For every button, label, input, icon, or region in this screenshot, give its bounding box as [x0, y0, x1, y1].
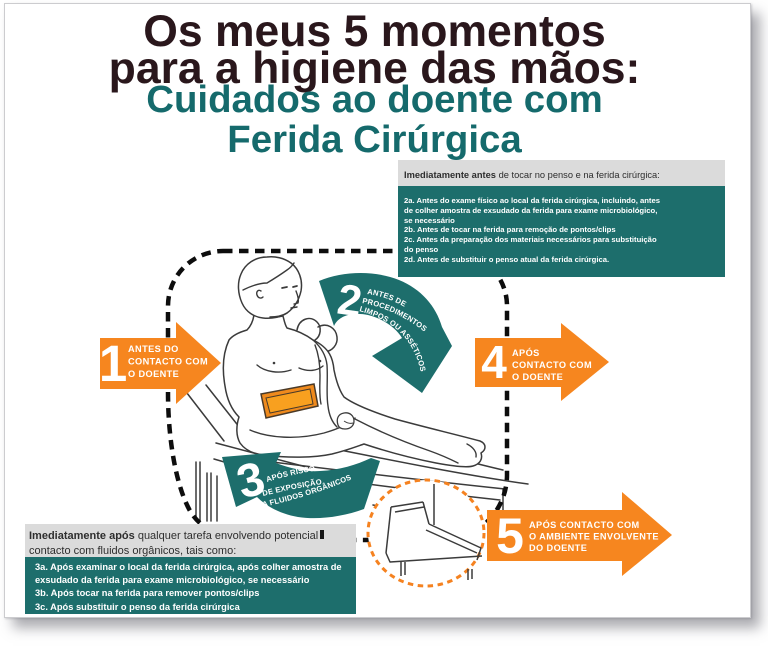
svg-text:APÓS: APÓS — [512, 347, 540, 358]
svg-text:O DOENTE: O DOENTE — [128, 369, 179, 379]
svg-text:DO DOENTE: DO DOENTE — [529, 543, 587, 553]
svg-text:CONTACTO COM: CONTACTO COM — [512, 360, 592, 370]
svg-text:ANTES DO: ANTES DO — [128, 344, 179, 354]
svg-text:5: 5 — [496, 508, 524, 564]
svg-text:1: 1 — [99, 335, 127, 392]
svg-text:4: 4 — [481, 336, 507, 388]
svg-text:O DOENTE: O DOENTE — [512, 372, 563, 382]
svg-text:O AMBIENTE ENVOLVENTE: O AMBIENTE ENVOLVENTE — [529, 532, 659, 542]
svg-text:CONTACTO COM: CONTACTO COM — [128, 357, 208, 367]
svg-text:APÓS CONTACTO COM: APÓS CONTACTO COM — [529, 519, 640, 530]
